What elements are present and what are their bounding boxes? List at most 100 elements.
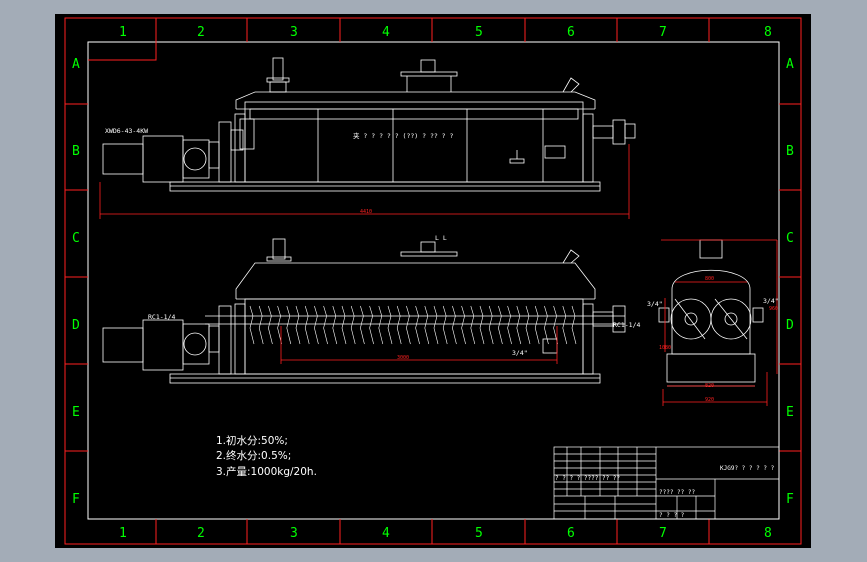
flange-right-label: RC1-1/4 [613,321,640,329]
paddle-blade [534,305,540,345]
paddle-blade [461,305,466,345]
paddle-blade [268,305,273,345]
title-block-row-2: ???? ?? ?? [659,489,696,496]
paddle-blade [350,305,356,345]
zone-label-left-c: C [72,231,80,246]
zone-label-left-f: F [72,492,80,507]
zone-label-right-e: E [786,405,794,420]
paddle-blade [571,305,577,345]
paddle-blade [498,305,503,345]
title-block [553,446,780,520]
zone-label-left-a: A [72,57,80,72]
side-elevation [658,239,764,387]
note-initial-moisture: 1.初水分:50%; [216,434,288,447]
dim-overall-length: 4410 [360,209,372,215]
paddle-blade [304,305,310,345]
drawing-sheet: 1 2 3 4 5 6 7 8 1 2 3 4 5 6 7 8 A B [55,14,811,548]
paddle-blade [479,305,485,345]
paddle-blade [562,305,568,345]
zone-label-bottom-6: 6 [567,526,575,541]
title-block-row-1: ? ? ? ? ???? ?? ?? [555,475,620,482]
zone-label-top-5: 5 [475,25,483,40]
zone-label-bottom-7: 7 [659,526,667,541]
zone-label-bottom-2: 2 [197,526,205,541]
paddle-blade [323,305,328,345]
zone-labels-bottom: 1 2 3 4 5 6 7 8 [119,526,772,541]
inner-frame [87,41,780,520]
dim-side-width-bottom: 920 [705,397,714,403]
paddle-blade [314,305,319,345]
paddle-blade [396,305,402,345]
top-vent-label: L L [435,234,447,242]
zone-dividers [65,18,801,544]
paddle-blade [332,305,338,345]
zone-label-top-3: 3 [290,25,298,40]
paddle-blade [553,305,558,345]
paddle-blade [286,305,292,345]
paddle-blade [341,305,347,345]
paddle-blade [470,305,476,345]
side-dimensions [661,239,778,406]
zone-labels-top: 1 2 3 4 5 6 7 8 [119,25,772,40]
front-elevation-section [102,238,626,384]
paddle-blade [442,305,448,345]
zone-label-right-f: F [786,492,794,507]
outer-frame [64,17,802,545]
zone-label-bottom-4: 4 [382,526,390,541]
paddle-blade [258,305,264,345]
zone-label-bottom-8: 8 [764,526,772,541]
zone-label-right-b: B [786,144,794,159]
zone-label-left-b: B [72,144,80,159]
paddle-blade [525,305,531,345]
pipe-side-left-label: 3/4" [647,300,663,308]
dim-paddle-length-value: 3000 [397,355,409,361]
note-final-moisture: 2.终水分:0.5%; [216,449,291,462]
zone-label-right-c: C [786,231,794,246]
zone-label-top-1: 1 [119,25,127,40]
pipe-mid-label: 3/4" [512,349,528,357]
paddle-blade [360,305,365,345]
dim-side-height-2: 1080 [659,345,671,351]
dim-paddle-length [280,326,558,364]
dim-side-height: 960 [769,306,778,312]
zone-label-top-7: 7 [659,25,667,40]
front-elevation-top [99,57,636,219]
paddle-array [249,305,577,345]
paddle-blade [452,305,457,345]
zone-labels-right: A B C D E F [786,57,794,507]
paddle-blade [516,305,522,345]
zone-label-top-6: 6 [567,25,575,40]
title-block-title: KJG9? ? ? ? ? ? [720,465,775,472]
zone-label-right-d: D [786,318,794,333]
paddle-blade [488,305,494,345]
zone-label-top-8: 8 [764,25,772,40]
zone-label-top-4: 4 [382,25,390,40]
paddle-blade [544,305,549,345]
zone-label-bottom-3: 3 [290,526,298,541]
corner-box [88,42,157,61]
zone-label-left-e: E [72,405,80,420]
note-output: 3.产量:1000kg/20h. [216,465,317,478]
paddle-blade [424,305,430,345]
paddle-blade [378,305,384,345]
paddle-blade [295,305,301,345]
paddle-blade [433,305,439,345]
paddle-blade [406,305,411,345]
paddle-blade [415,305,420,345]
paddle-blade [277,305,282,345]
drawing-canvas: 1 2 3 4 5 6 7 8 1 2 3 4 5 6 7 8 A B [64,17,802,545]
zone-label-bottom-5: 5 [475,526,483,541]
zone-label-bottom-1: 1 [119,526,127,541]
title-block-row-3: ? ? ? ? [659,512,685,519]
dim-side-width-top: 800 [705,276,714,282]
technical-notes: 1.初水分:50%; 2.终水分:0.5%; 3.产量:1000kg/20h. [216,434,317,478]
zone-label-top-2: 2 [197,25,205,40]
dim-side-base: 820 [705,383,714,389]
paddle-blade [249,305,255,345]
body-inscription: 夹 ? ? ? ? ? (??) ? ?? ? ? [353,131,454,140]
zone-label-left-d: D [72,318,80,333]
zone-labels-left: A B C D E F [72,57,80,507]
zone-label-right-a: A [786,57,794,72]
motor-model-label: XWD6-43-4KW [105,127,148,135]
